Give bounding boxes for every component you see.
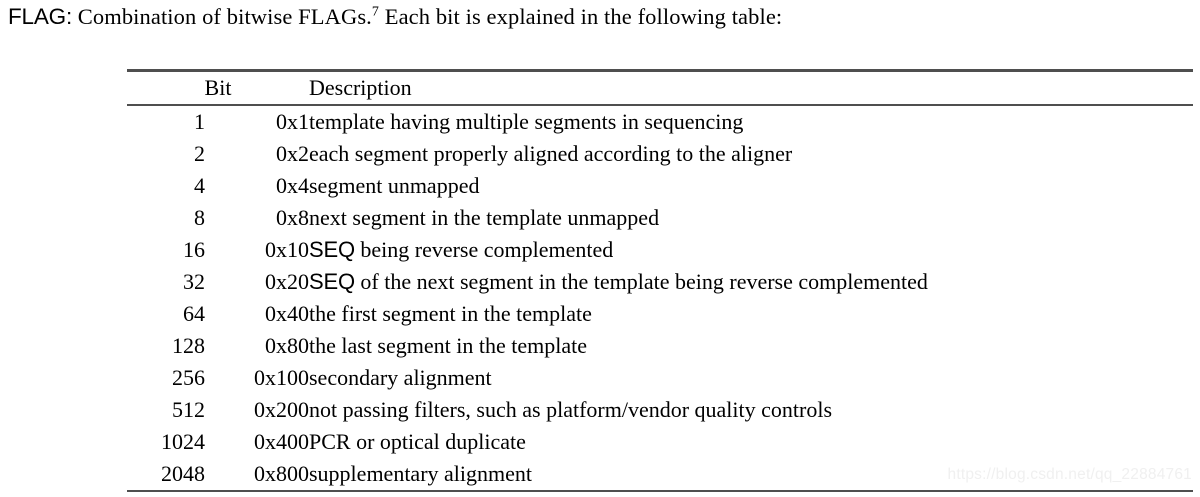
flag-table: Bit Description (127, 72, 1193, 104)
cell-hex: 0x8 (276, 205, 309, 230)
footnote-marker: 7 (371, 4, 380, 20)
cell-description: secondary alignment (309, 362, 1193, 394)
cell-hex: 0x200 (254, 397, 309, 422)
cell-hex: 0x40 (265, 301, 309, 326)
cell-description: segment unmapped (309, 170, 1193, 202)
table-row: 128 0x80 the last segment in the templat… (127, 330, 1193, 362)
cell-hex: 0x400 (254, 429, 309, 454)
cell-bit: 2 (194, 141, 205, 166)
cell-description-text: not passing filters, such as platform/ve… (309, 397, 833, 422)
cell-bit: 64 (183, 301, 205, 326)
cell-description: supplementary alignment (309, 458, 1193, 490)
cell-bit: 2048 (161, 461, 205, 486)
cell-description: SEQ being reverse complemented (309, 234, 1193, 266)
column-header-description: Description (309, 75, 412, 100)
cell-description-text: being reverse complemented (354, 237, 614, 262)
table-row: 2048 0x800 supplementary alignment (127, 458, 1193, 490)
table-bottom-rule (127, 490, 1193, 492)
cell-description-text: supplementary alignment (309, 461, 532, 486)
intro-paragraph: FLAG: Combination of bitwise FLAGs.7 Eac… (8, 3, 782, 31)
cell-description-keyword: SEQ (309, 237, 355, 262)
flag-table-container: Bit Description 1 0x1 template having mu… (127, 69, 1193, 492)
cell-hex: 0x800 (254, 461, 309, 486)
cell-description-text: each segment properly aligned according … (309, 141, 793, 166)
cell-bit: 1024 (161, 429, 205, 454)
cell-hex: 0x80 (265, 333, 309, 358)
cell-description: SEQ of the next segment in the template … (309, 266, 1193, 298)
intro-text-before-footnote: Combination of bitwise FLAGs. (72, 4, 372, 29)
table-row: 512 0x200 not passing filters, such as p… (127, 394, 1193, 426)
flag-table-body: 1 0x1 template having multiple segments … (127, 106, 1193, 490)
cell-description-text: of the next segment in the template bein… (354, 269, 928, 294)
intro-text-after-footnote: Each bit is explained in the following t… (379, 4, 783, 29)
cell-description: the first segment in the template (309, 298, 1193, 330)
table-row: 8 0x8 next segment in the template unmap… (127, 202, 1193, 234)
cell-hex: 0x2 (276, 141, 309, 166)
table-top-rule (127, 69, 1193, 72)
cell-description-text: next segment in the template unmapped (309, 205, 660, 230)
cell-bit: 1 (194, 109, 205, 134)
table-row: 16 0x10 SEQ being reverse complemented (127, 234, 1193, 266)
cell-description: the last segment in the template (309, 330, 1193, 362)
cell-bit: 512 (172, 397, 205, 422)
table-header-row: Bit Description (127, 72, 1193, 104)
cell-description: PCR or optical duplicate (309, 426, 1193, 458)
table-row: 4 0x4 segment unmapped (127, 170, 1193, 202)
cell-description: template having multiple segments in seq… (309, 106, 1193, 138)
cell-hex: 0x20 (265, 269, 309, 294)
cell-description-keyword: SEQ (309, 269, 355, 294)
table-row: 32 0x20 SEQ of the next segment in the t… (127, 266, 1193, 298)
table-row: 1024 0x400 PCR or optical duplicate (127, 426, 1193, 458)
cell-hex: 0x1 (276, 109, 309, 134)
table-body: 1 0x1 template having multiple segments … (127, 106, 1193, 490)
cell-bit: 32 (183, 269, 205, 294)
cell-bit: 128 (172, 333, 205, 358)
column-header-bit: Bit (204, 75, 232, 100)
flag-keyword: FLAG: (8, 4, 73, 29)
cell-description-text: template having multiple segments in seq… (309, 109, 744, 134)
cell-hex: 0x10 (265, 237, 309, 262)
cell-description-text: secondary alignment (309, 365, 492, 390)
cell-bit: 256 (172, 365, 205, 390)
cell-description-text: the first segment in the template (309, 301, 592, 326)
table-row: 1 0x1 template having multiple segments … (127, 106, 1193, 138)
table-row: 256 0x100 secondary alignment (127, 362, 1193, 394)
cell-description: each segment properly aligned according … (309, 138, 1193, 170)
cell-hex: 0x100 (254, 365, 309, 390)
watermark: https://blog.csdn.net/qq_22884761 (947, 466, 1192, 483)
table-row: 2 0x2 each segment properly aligned acco… (127, 138, 1193, 170)
cell-description: not passing filters, such as platform/ve… (309, 394, 1193, 426)
table-header-rule (127, 104, 1193, 106)
cell-description-text: segment unmapped (309, 173, 480, 198)
cell-bit: 16 (183, 237, 205, 262)
cell-bit: 4 (194, 173, 205, 198)
table-row: 64 0x40 the first segment in the templat… (127, 298, 1193, 330)
cell-bit: 8 (194, 205, 205, 230)
cell-description: next segment in the template unmapped (309, 202, 1193, 234)
cell-hex: 0x4 (276, 173, 309, 198)
cell-description-text: the last segment in the template (309, 333, 587, 358)
cell-description-text: PCR or optical duplicate (309, 429, 526, 454)
table-header: Bit Description (127, 72, 1193, 104)
